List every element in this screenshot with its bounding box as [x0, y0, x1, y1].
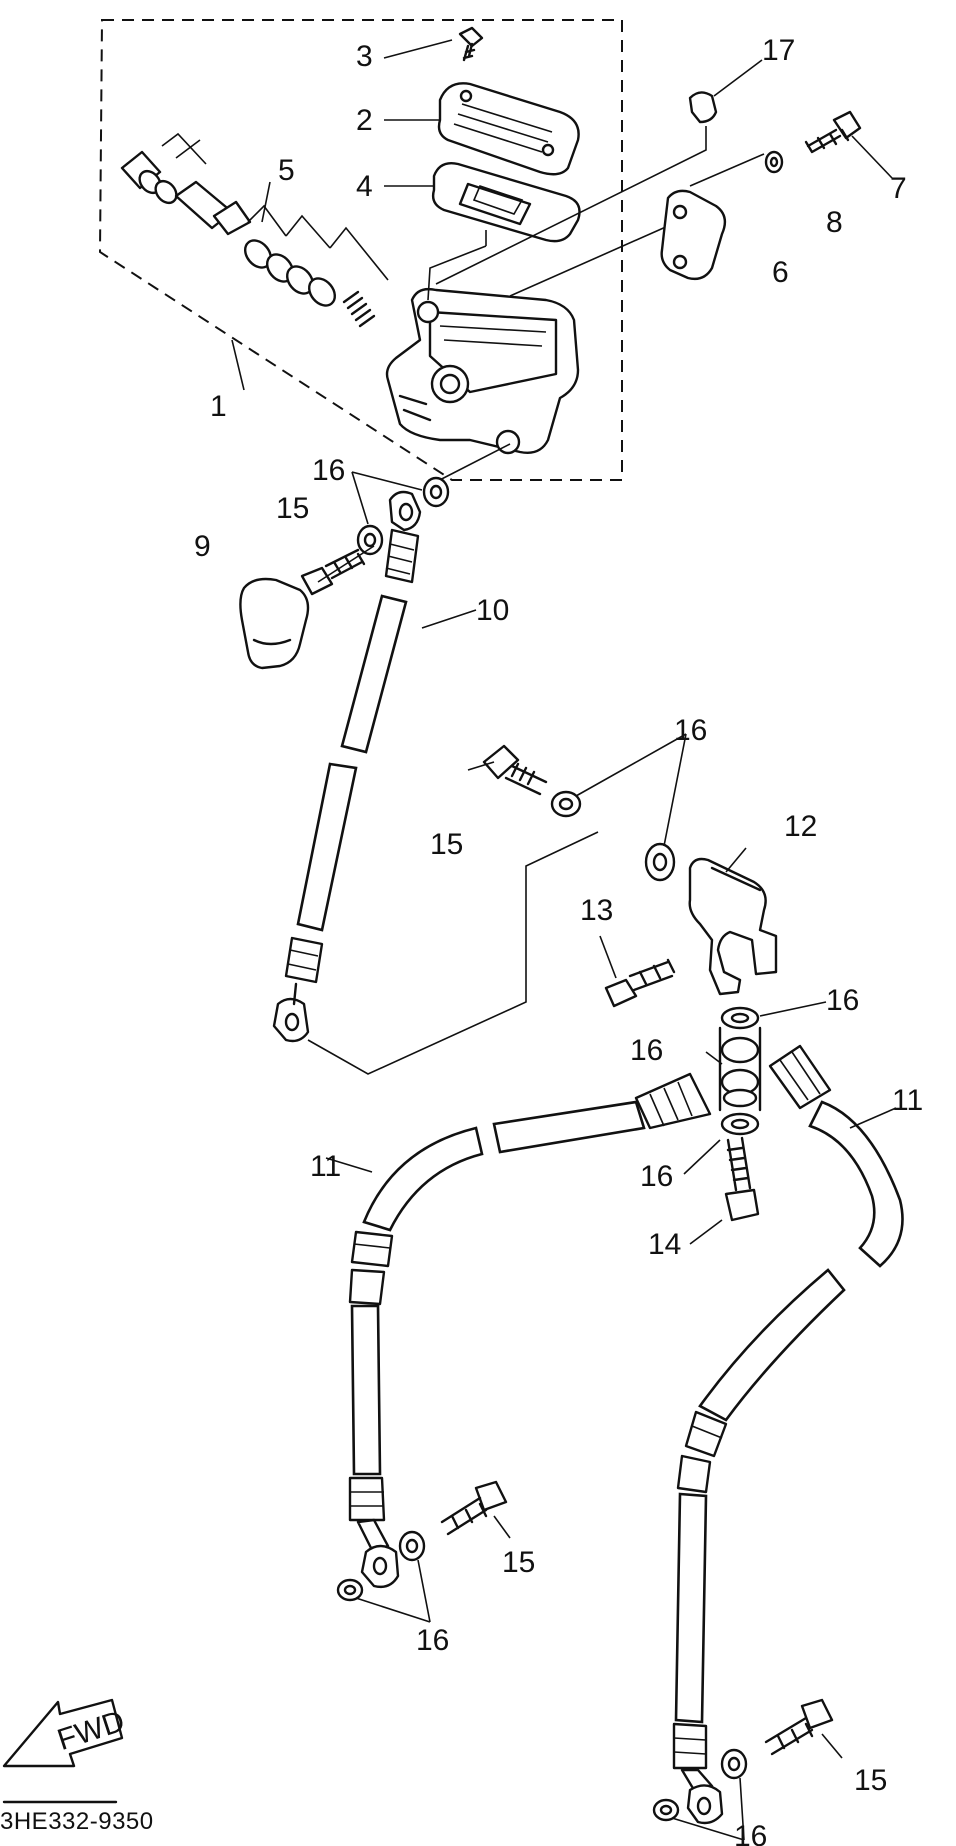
callout-16-g: 16: [734, 1820, 767, 1846]
washers-16-lower-right: [652, 1748, 748, 1841]
callout-2: 2: [356, 104, 373, 137]
part-banjo-bolt-15a: [300, 548, 366, 596]
part-bolt-13: [599, 935, 676, 1008]
part-cap-17: [688, 91, 718, 124]
callout-16-d: 16: [630, 1034, 663, 1067]
callout-16-e: 16: [640, 1160, 673, 1193]
callout-1: 1: [210, 390, 227, 423]
part-bolt-7: [804, 110, 862, 154]
part-brake-hose-10: [272, 490, 422, 1043]
callout-16-b: 16: [674, 714, 707, 747]
callout-16-c: 16: [826, 984, 859, 1017]
part-clamp-12: [688, 847, 778, 996]
callout-8: 8: [826, 206, 843, 239]
part-banjo-bolt-15d: [764, 1698, 843, 1759]
callout-13: 13: [580, 894, 613, 927]
callout-5: 5: [278, 154, 295, 187]
part-screw-3: [458, 26, 484, 62]
callout-15-a: 15: [276, 492, 309, 525]
washers-16-upper: [351, 471, 450, 556]
part-master-cylinder-body: [385, 287, 580, 455]
callout-7: 7: [890, 172, 907, 205]
part-bracket-6: [660, 189, 727, 281]
callout-6: 6: [772, 256, 789, 289]
callout-16-a: 16: [312, 454, 345, 487]
part-piston-kit-5: [120, 132, 389, 328]
callout-11-left: 11: [310, 1150, 341, 1183]
part-diaphragm-4: [431, 162, 581, 243]
callout-16-f: 16: [416, 1624, 449, 1657]
part-code: 3HE332-9350: [0, 1808, 154, 1835]
part-brake-hose-11-right: [672, 1044, 904, 1825]
callout-11-right: 11: [892, 1084, 923, 1117]
part-boot-9: [239, 577, 310, 670]
callout-17: 17: [762, 34, 795, 67]
callout-3: 3: [356, 40, 373, 73]
part-reservoir-cap-2: [437, 82, 580, 176]
washers-16-mid: [550, 733, 687, 882]
callout-9: 9: [194, 530, 211, 563]
part-banjo-bolt-15b: [482, 744, 548, 796]
callout-15-d: 15: [854, 1764, 887, 1797]
part-hose-junction: [718, 1006, 762, 1136]
callout-14: 14: [648, 1228, 681, 1261]
washers-16-lower-left: [336, 1530, 431, 1623]
part-bolt-14: [689, 1136, 760, 1245]
callout-leaders: [231, 39, 897, 1175]
callout-12: 12: [784, 810, 817, 843]
callout-15-b: 15: [430, 828, 463, 861]
callout-4: 4: [356, 170, 373, 203]
callout-labels: 3 2 4 5 1 17 7 8 6 16 15 9 10 16 15 12 1…: [194, 34, 923, 1846]
callout-15-c: 15: [502, 1546, 535, 1579]
hose-10-leader: [307, 831, 599, 1075]
part-washer-8: [764, 150, 784, 174]
assembly-boundary: [98, 19, 623, 481]
callout-10: 10: [476, 594, 509, 627]
fwd-arrow-icon: FWD: [2, 1698, 129, 1804]
part-banjo-bolt-15c: [440, 1480, 511, 1539]
part-brake-hose-11-left: [348, 1072, 712, 1589]
